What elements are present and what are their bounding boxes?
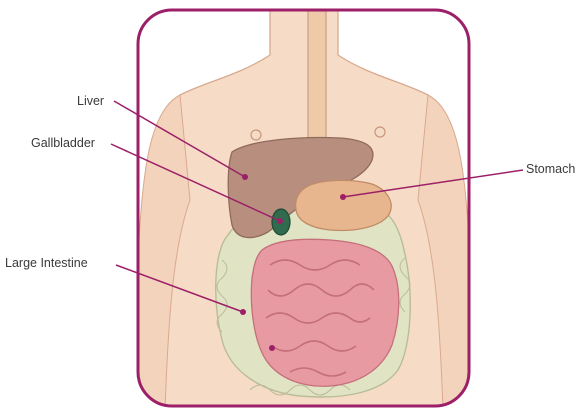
small-intestine-marker bbox=[269, 345, 275, 351]
stomach-label: Stomach bbox=[526, 162, 575, 177]
small-intestine bbox=[251, 239, 398, 386]
gallbladder-marker bbox=[277, 218, 283, 224]
gallbladder-label: Gallbladder bbox=[31, 136, 95, 151]
large-intestine-marker bbox=[240, 309, 246, 315]
liver-label: Liver bbox=[77, 94, 104, 109]
large-intestine-label: Large Intestine bbox=[5, 256, 88, 271]
stomach-marker bbox=[340, 194, 346, 200]
liver-marker bbox=[242, 174, 248, 180]
stomach bbox=[296, 180, 392, 230]
